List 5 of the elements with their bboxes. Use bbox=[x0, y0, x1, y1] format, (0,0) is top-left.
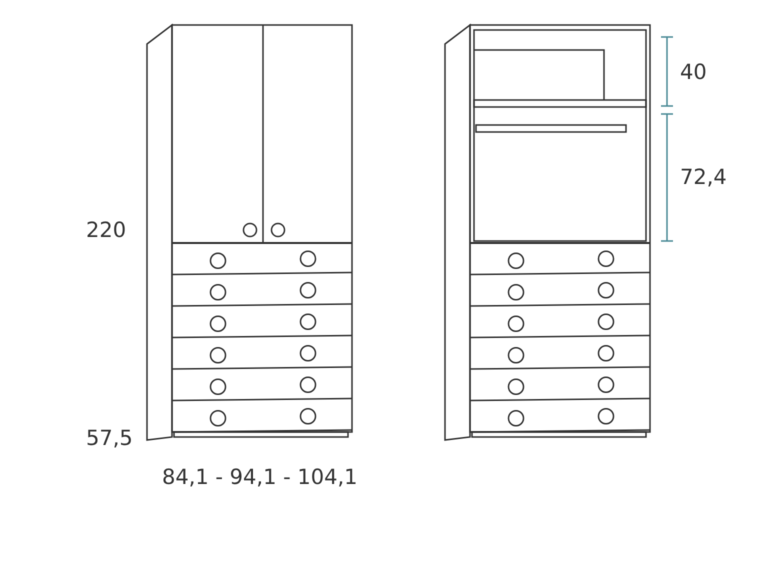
dimension-label: 40 bbox=[680, 62, 707, 83]
dimension-label: 57,5 bbox=[86, 428, 133, 449]
dimension-label: 72,4 bbox=[680, 167, 727, 188]
dimension-label: 84,1 - 94,1 - 104,1 bbox=[162, 467, 358, 488]
dimension-label: 220 bbox=[86, 220, 126, 241]
